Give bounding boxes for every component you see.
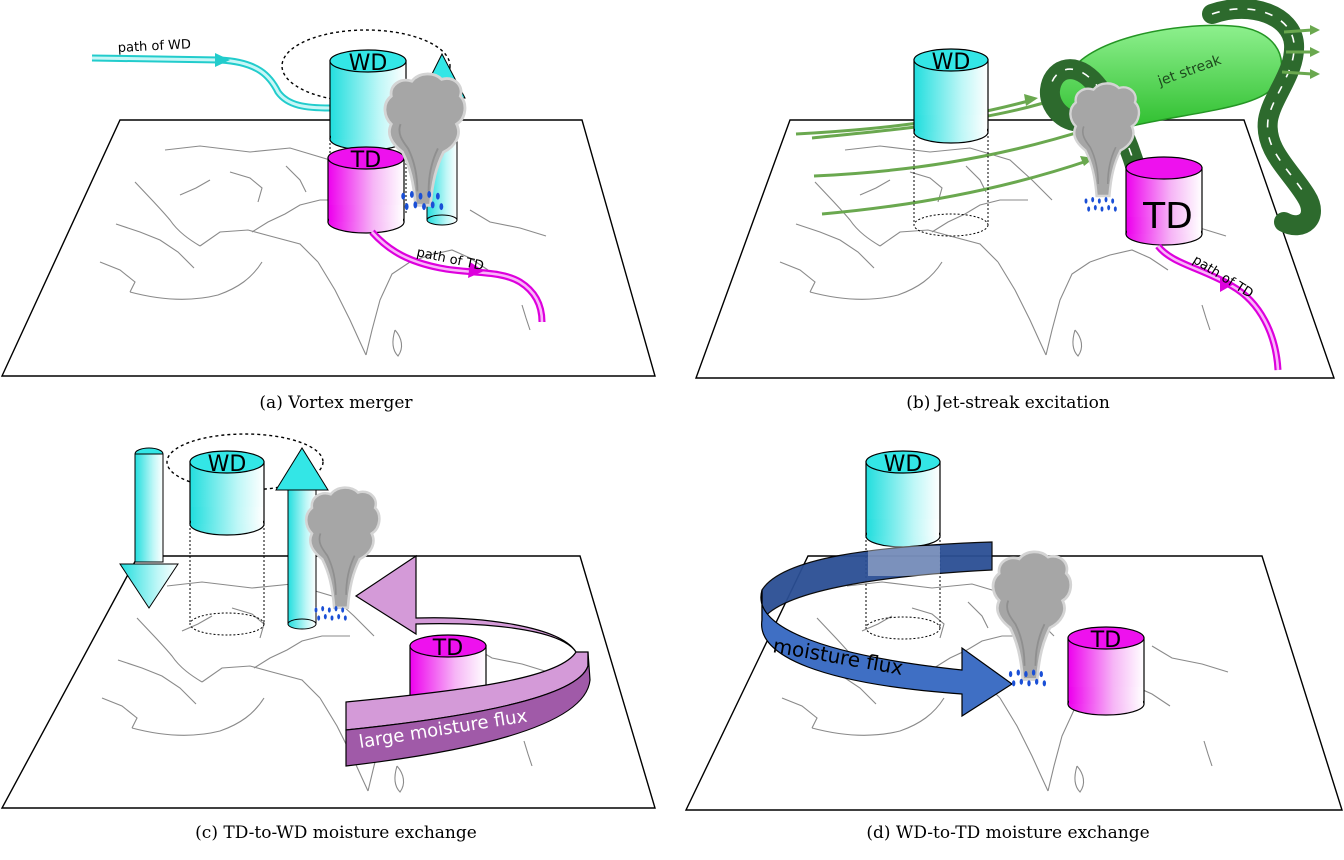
wd-cylinder: WD	[189, 450, 265, 536]
panel-jet-streak: WD jet streak	[672, 0, 1344, 430]
wd-label: WD	[932, 50, 971, 75]
wd-path-label: path of WD	[117, 37, 191, 56]
exit-arrows	[1281, 25, 1320, 79]
wd-label: WD	[208, 452, 247, 477]
panel-vortex-merger: path of WD WD TD	[0, 0, 672, 430]
td-label: TD	[1090, 628, 1121, 653]
updraft-arrow	[275, 447, 329, 630]
td-label: TD	[432, 636, 463, 661]
td-label: TD	[1142, 196, 1193, 237]
caption-b: (b) Jet-streak excitation	[906, 393, 1110, 413]
diagram-wd-to-td: WD moisture flux TD	[684, 450, 1343, 811]
panel-wd-to-td: WD moisture flux TD (d) WD-to-TD moistur…	[672, 430, 1344, 860]
diagram-jet-streak: WD jet streak	[694, 0, 1335, 379]
td-cylinder: TD	[1067, 626, 1145, 716]
td-cylinder: TD	[1125, 156, 1203, 246]
caption-d: (d) WD-to-TD moisture exchange	[866, 823, 1150, 843]
moisture-flux-arrow: moisture flux	[760, 541, 1014, 718]
wd-label: WD	[884, 452, 923, 477]
caption-a: (a) Vortex merger	[259, 393, 413, 413]
wd-label: WD	[349, 51, 388, 76]
td-cylinder: TD	[327, 146, 405, 234]
map-plane	[0, 555, 656, 809]
diagram-td-to-wd: WD TD large moisture flux	[0, 433, 656, 809]
wd-path-arrow	[91, 54, 331, 112]
panel-td-to-wd: WD TD large moisture flux (c) TD-to-	[0, 430, 672, 860]
wd-cylinder: WD	[329, 49, 407, 151]
map-plane	[694, 119, 1335, 379]
diagram-vortex-merger: path of WD WD TD	[0, 29, 656, 377]
wd-cylinder: WD	[865, 450, 941, 548]
circulation-ellipse	[166, 433, 324, 491]
caption-c: (c) TD-to-WD moisture exchange	[195, 823, 477, 843]
wd-cylinder: WD	[913, 48, 989, 144]
td-label: TD	[350, 148, 381, 173]
downdraft-arrow	[119, 447, 179, 609]
